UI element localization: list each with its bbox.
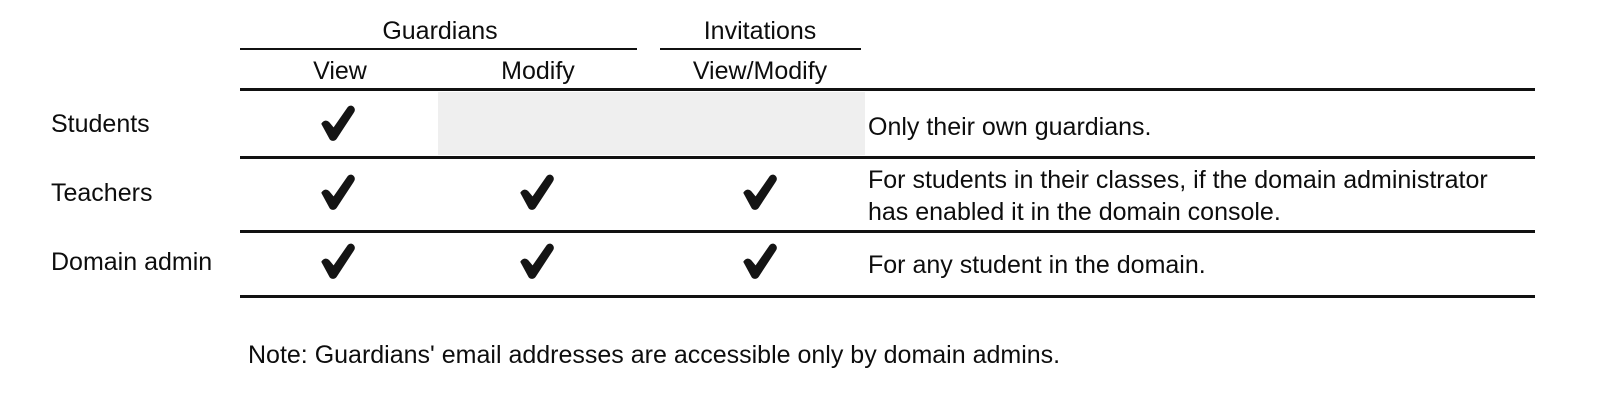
column-header-invitations-view-modify: View/Modify: [692, 57, 828, 85]
check-icon: [515, 239, 559, 283]
description-students: Only their own guardians.: [868, 113, 1152, 141]
check-icon: [316, 239, 360, 283]
column-group-rule-invitations: [660, 48, 861, 50]
description-teachers: For students in their classes, if the do…: [868, 166, 1488, 226]
table-bottom-rule: [240, 295, 1535, 298]
column-group-header-invitations: Invitations: [703, 17, 817, 45]
column-header-guardians-modify: Modify: [501, 57, 575, 85]
teachers-bottom-rule: [240, 230, 1535, 233]
column-header-guardians-view: View: [313, 57, 367, 85]
check-icon: [515, 170, 559, 214]
row-label-teachers: Teachers: [51, 179, 153, 207]
students-bottom-rule: [240, 156, 1535, 159]
column-group-rule-guardians: [240, 48, 637, 50]
header-rule: [240, 88, 1535, 91]
table-note: Note: Guardians' email addresses are acc…: [248, 341, 1061, 369]
not-applicable-shaded-cells: [438, 92, 865, 155]
description-domain-admin: For any student in the domain.: [868, 251, 1206, 279]
row-label-domain-admin: Domain admin: [51, 248, 213, 276]
check-icon: [316, 170, 360, 214]
check-icon: [738, 170, 782, 214]
column-group-header-guardians: Guardians: [382, 17, 498, 45]
check-icon: [738, 239, 782, 283]
check-icon: [316, 101, 360, 145]
row-label-students: Students: [51, 110, 150, 138]
